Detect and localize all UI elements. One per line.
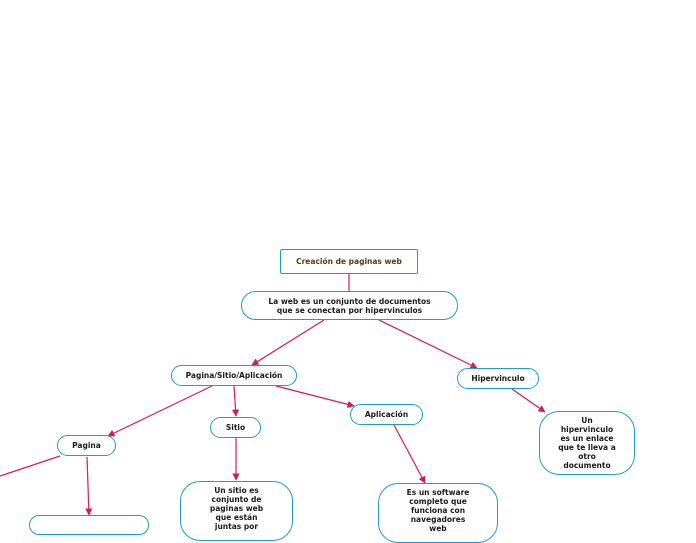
pagina-node[interactable]: Pagina: [57, 435, 116, 456]
connector-pagina-left: [0, 455, 61, 477]
connector-pagina-down: [85, 456, 93, 516]
sitio-node[interactable]: Sitio: [210, 417, 261, 438]
pagina-description-node[interactable]: [29, 515, 149, 535]
sitio-description-node[interactable]: Un sitio es conjunto de paginas web que …: [180, 481, 293, 541]
pagina-sitio-aplicacion-node[interactable]: Pagina/Sitio/Aplicación: [171, 365, 297, 386]
hipervinculo-node[interactable]: Hipervinculo: [457, 368, 539, 389]
definition-node[interactable]: La web es un conjunto de documentos que …: [241, 291, 458, 320]
hipervinculo-description-node[interactable]: Un hipervinculo es un enlace que te llev…: [539, 411, 635, 475]
aplicacion-description-node[interactable]: Es un software completo que funciona con…: [378, 483, 498, 543]
connector-aplicacion-desc: [393, 424, 426, 484]
root-node[interactable]: Creación de paginas web: [280, 249, 418, 274]
mind-map-canvas: [0, 274, 546, 516]
connector-psa-pagina: [107, 385, 213, 437]
connector-psa-aplicacion: [275, 385, 355, 408]
connector-psa-sitio: [231, 385, 240, 417]
connector-hipervinculo-desc: [511, 388, 546, 413]
aplicacion-node[interactable]: Aplicación: [350, 404, 423, 425]
connector-definition-psa: [251, 319, 325, 366]
connector-definition-hipervinculo: [378, 319, 478, 369]
